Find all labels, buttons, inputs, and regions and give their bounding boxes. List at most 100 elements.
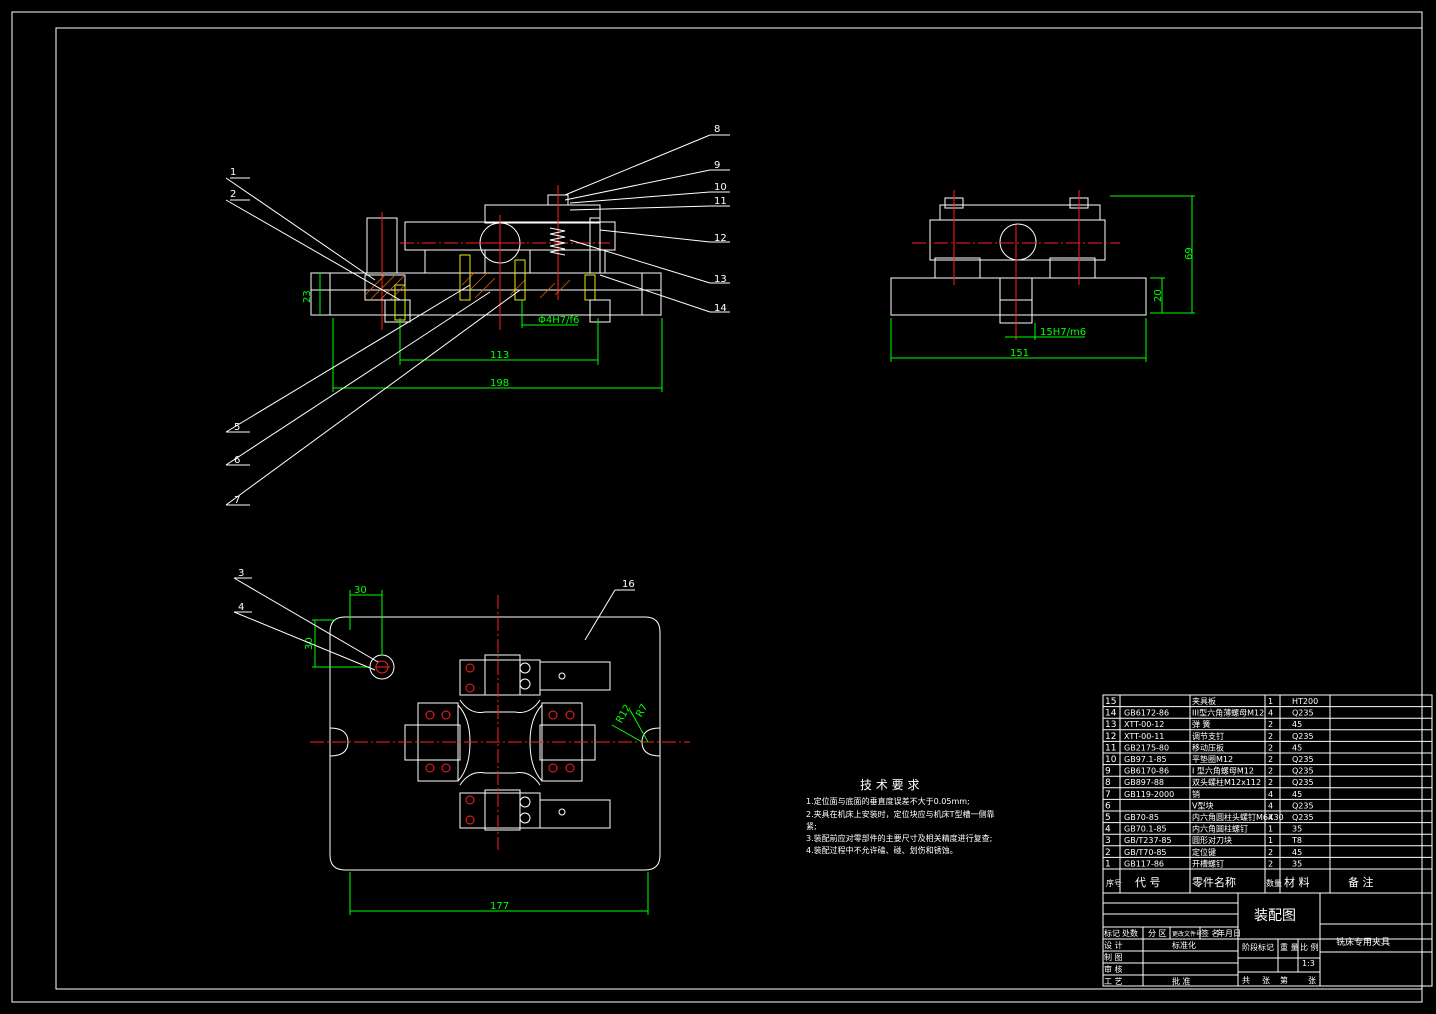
bom-cell-material: Q235 — [1292, 778, 1314, 787]
bom-cell-code: GB117-86 — [1124, 859, 1164, 868]
bom-header-qty: 数量 — [1266, 878, 1282, 888]
bom-cell-name: III型六角薄螺母M12 — [1192, 708, 1264, 718]
bom-cell-qty: 1 — [1268, 836, 1273, 845]
bom-cell-material: Q235 — [1292, 767, 1314, 776]
bom-cell-no: 2 — [1105, 848, 1111, 858]
tech-line-2: 2.夹具在机床上安装时，定位块应与机床T型槽一侧靠 — [806, 809, 995, 819]
dim-top-offset-x: 30 — [354, 585, 367, 596]
side-dimensions: 69 20 15H7/m6 151 — [890, 195, 1195, 362]
bom-cell-no: 10 — [1105, 755, 1117, 765]
label-16: 16 — [622, 579, 635, 590]
label-11: 11 — [714, 196, 727, 207]
top-leaders: 3 4 16 — [233, 568, 635, 671]
tb-standardize: 标准化 — [1172, 940, 1196, 950]
bom-cell-material: Q235 — [1292, 813, 1314, 822]
bom-cell-material: 35 — [1292, 859, 1302, 868]
bom-cell-material: T8 — [1291, 836, 1302, 845]
bom-cell-qty: 2 — [1268, 848, 1273, 857]
bom-cell-no: 5 — [1105, 813, 1111, 823]
tech-line-1: 1.定位面与底面的垂直度误差不大于0.05mm; — [806, 796, 970, 806]
bom-cell-no: 9 — [1105, 767, 1111, 777]
front-view — [310, 185, 662, 330]
tb-stage-mark: 阶段标记 — [1242, 942, 1274, 952]
drawing-title: 装配图 — [1254, 908, 1296, 924]
bom-cell-qty: 2 — [1268, 778, 1273, 787]
bom-cell-qty: 2 — [1268, 859, 1273, 868]
bom-cell-qty: 1 — [1268, 697, 1273, 706]
bom-cell-code: GB70.1-85 — [1124, 825, 1167, 834]
bom-cell-name: 定位键 — [1192, 847, 1216, 857]
bom-cell-name: 内六角圆柱螺钉 — [1192, 824, 1248, 834]
bom-cell-code: GB897-88 — [1124, 778, 1164, 787]
dim-front-height: 23 — [302, 290, 313, 303]
bom-cell-qty: 4 — [1268, 813, 1273, 822]
part-name: 铣床专用夹具 — [1336, 936, 1390, 948]
tech-line-5: 4.装配过程中不允许磕、碰、划伤和锈蚀。 — [806, 845, 958, 855]
bom-cell-qty: 4 — [1268, 709, 1273, 718]
dim-side-width: 151 — [1010, 348, 1029, 359]
bom-cell-name: I 型六角螺母M12 — [1192, 766, 1254, 776]
bom-cell-name: 调节支钉 — [1192, 731, 1224, 741]
bom-cell-no: 14 — [1105, 709, 1117, 719]
bom-cell-code: GB/T70-85 — [1124, 848, 1167, 857]
front-part-numbers: 1 2 5 6 7 8 9 10 11 12 13 14 — [230, 124, 727, 506]
label-1: 1 — [230, 167, 236, 178]
tb-design: 设 计 — [1104, 940, 1123, 950]
label-4: 4 — [238, 602, 244, 613]
front-leaders — [225, 134, 730, 506]
bom-cell-qty: 2 — [1268, 767, 1273, 776]
tb-ratio: 比 例 — [1300, 942, 1319, 952]
bom-cell-code: XTT-00-12 — [1124, 720, 1164, 729]
bom-cell-no: 6 — [1105, 801, 1111, 811]
bom-cell-material: 45 — [1292, 848, 1302, 857]
label-6: 6 — [234, 455, 240, 466]
bom-cell-code: GB6170-86 — [1124, 767, 1169, 776]
bom-header-no: 序号 — [1106, 878, 1122, 888]
top-view — [310, 595, 690, 871]
label-12: 12 — [714, 233, 727, 244]
bom-cell-qty: 2 — [1268, 732, 1273, 741]
bom-cell-no: 1 — [1105, 859, 1111, 869]
bom-cell-qty: 2 — [1268, 720, 1273, 729]
bom-cell-code: GB97.1-85 — [1124, 755, 1167, 764]
tb-sheets: 张 — [1262, 976, 1270, 985]
tb-draw: 制 图 — [1104, 952, 1123, 962]
bom-cell-material: Q235 — [1292, 755, 1314, 764]
tb-approve: 批 准 — [1172, 976, 1191, 986]
bom-cell-qty: 1 — [1268, 825, 1273, 834]
bom-cell-name: 开槽螺钉 — [1192, 858, 1224, 868]
tb-change-doc: 更改文件号 — [1172, 930, 1202, 938]
tb-sign: 签 名 — [1201, 928, 1220, 938]
bom-cell-name: 移动压板 — [1192, 742, 1224, 752]
label-13: 13 — [714, 274, 727, 285]
bom-cell-qty: 2 — [1268, 743, 1273, 752]
bom-header-material: 材 料 — [1284, 875, 1310, 889]
bom-cell-no: 7 — [1105, 790, 1111, 800]
bom-cell-name: 平垫圈M12 — [1192, 754, 1233, 764]
tech-line-3: 紧; — [806, 822, 817, 831]
bom-header-code: 代 号 — [1135, 876, 1161, 889]
tb-total: 共 — [1242, 976, 1250, 985]
bom-cell-name: 夹具板 — [1192, 696, 1216, 706]
dim-side-fit: 15H7/m6 — [1040, 327, 1086, 338]
bom-cell-material: Q235 — [1292, 732, 1314, 741]
bom-cell-no: 15 — [1105, 697, 1116, 707]
label-9: 9 — [714, 160, 720, 171]
tech-requirements: 技 术 要 求 1.定位面与底面的垂直度误差不大于0.05mm; 2.夹具在机床… — [806, 778, 995, 855]
bom-header-name: 零件名称 — [1192, 875, 1236, 889]
dim-top-width: 177 — [490, 901, 509, 912]
tech-title: 技 术 要 求 — [860, 778, 919, 792]
bom-cell-material: 45 — [1292, 720, 1302, 729]
inner-border — [55, 27, 1423, 990]
bom-cell-code: GB2175-80 — [1124, 743, 1169, 752]
bom-cell-code: XTT-00-11 — [1124, 732, 1164, 741]
bom-cell-qty: 4 — [1268, 790, 1273, 799]
tb-date: 年月日 — [1217, 928, 1241, 938]
label-3: 3 — [238, 568, 244, 579]
dim-side-total-height: 69 — [1184, 247, 1195, 260]
bom-cell-no: 3 — [1105, 836, 1111, 846]
bom-cell-name: 内六角圆柱头螺钉M6X30 — [1192, 812, 1284, 822]
tb-mark: 标记 — [1104, 928, 1120, 938]
